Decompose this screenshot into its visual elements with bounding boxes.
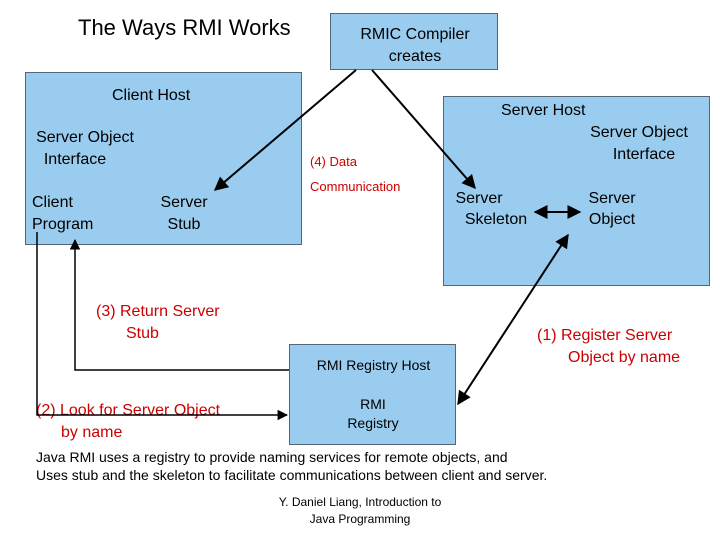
client-program-line1: Client (32, 194, 73, 211)
rmi-registry-line2: Registry (347, 415, 399, 431)
return-stub-arrow (69, 238, 289, 371)
step1-label-line2: Object by name (568, 349, 681, 366)
footer-line1: Y. Daniel Liang, Introduction to (278, 495, 442, 509)
rmi-registry-host-box: RMI Registry Host RMI Registry (289, 344, 456, 445)
rmic-compiler-box: RMIC Compiler creates (330, 13, 498, 70)
step1-label-line1: (1) Register Server (537, 327, 673, 344)
step2-label-line2: by name (61, 424, 123, 441)
rmic-label-line1: RMIC Compiler (360, 26, 470, 43)
rmic-to-skeleton-arrow (371, 69, 476, 190)
rmi-registry-host-label: RMI Registry Host (316, 357, 431, 373)
server-object-line1: Server (588, 190, 636, 207)
slide-title: The Ways RMI Works (78, 15, 291, 40)
footer-line2: Java Programming (309, 512, 411, 526)
server-interface-line1: Server Object (590, 124, 688, 141)
client-program-line2: Program (32, 216, 94, 233)
data-communication-line1: (4) Data (310, 154, 357, 169)
client-interface-line1: Server Object (36, 129, 134, 146)
step3-label-line2: Stub (126, 325, 159, 342)
server-stub-line2: Stub (167, 216, 201, 233)
rmic-to-stub-arrow (213, 69, 357, 191)
caption-line2: Uses stub and the skeleton to facilitate… (36, 467, 548, 483)
server-interface-line2: Interface (612, 146, 676, 163)
client-interface-line2: Interface (43, 151, 107, 168)
server-skeleton-line1: Server (455, 190, 503, 207)
server-object-line2: Object (588, 211, 636, 228)
lookup-arrow (36, 232, 289, 421)
server-stub-line1: Server (160, 194, 208, 211)
client-host-box: Client Host Server Object Interface Clie… (25, 72, 302, 245)
register-arrow (457, 233, 569, 406)
step3-label-line1: (3) Return Server (96, 303, 220, 320)
server-host-label: Server Host (501, 102, 586, 119)
rmic-label-line2: creates (388, 48, 442, 65)
client-host-label: Client Host (112, 87, 191, 104)
rmi-registry-line1: RMI (360, 396, 386, 412)
server-skeleton-line2: Skeleton (464, 211, 528, 228)
caption-line1: Java RMI uses a registry to provide nami… (36, 449, 508, 465)
data-communication-line2: Communication (310, 179, 401, 194)
